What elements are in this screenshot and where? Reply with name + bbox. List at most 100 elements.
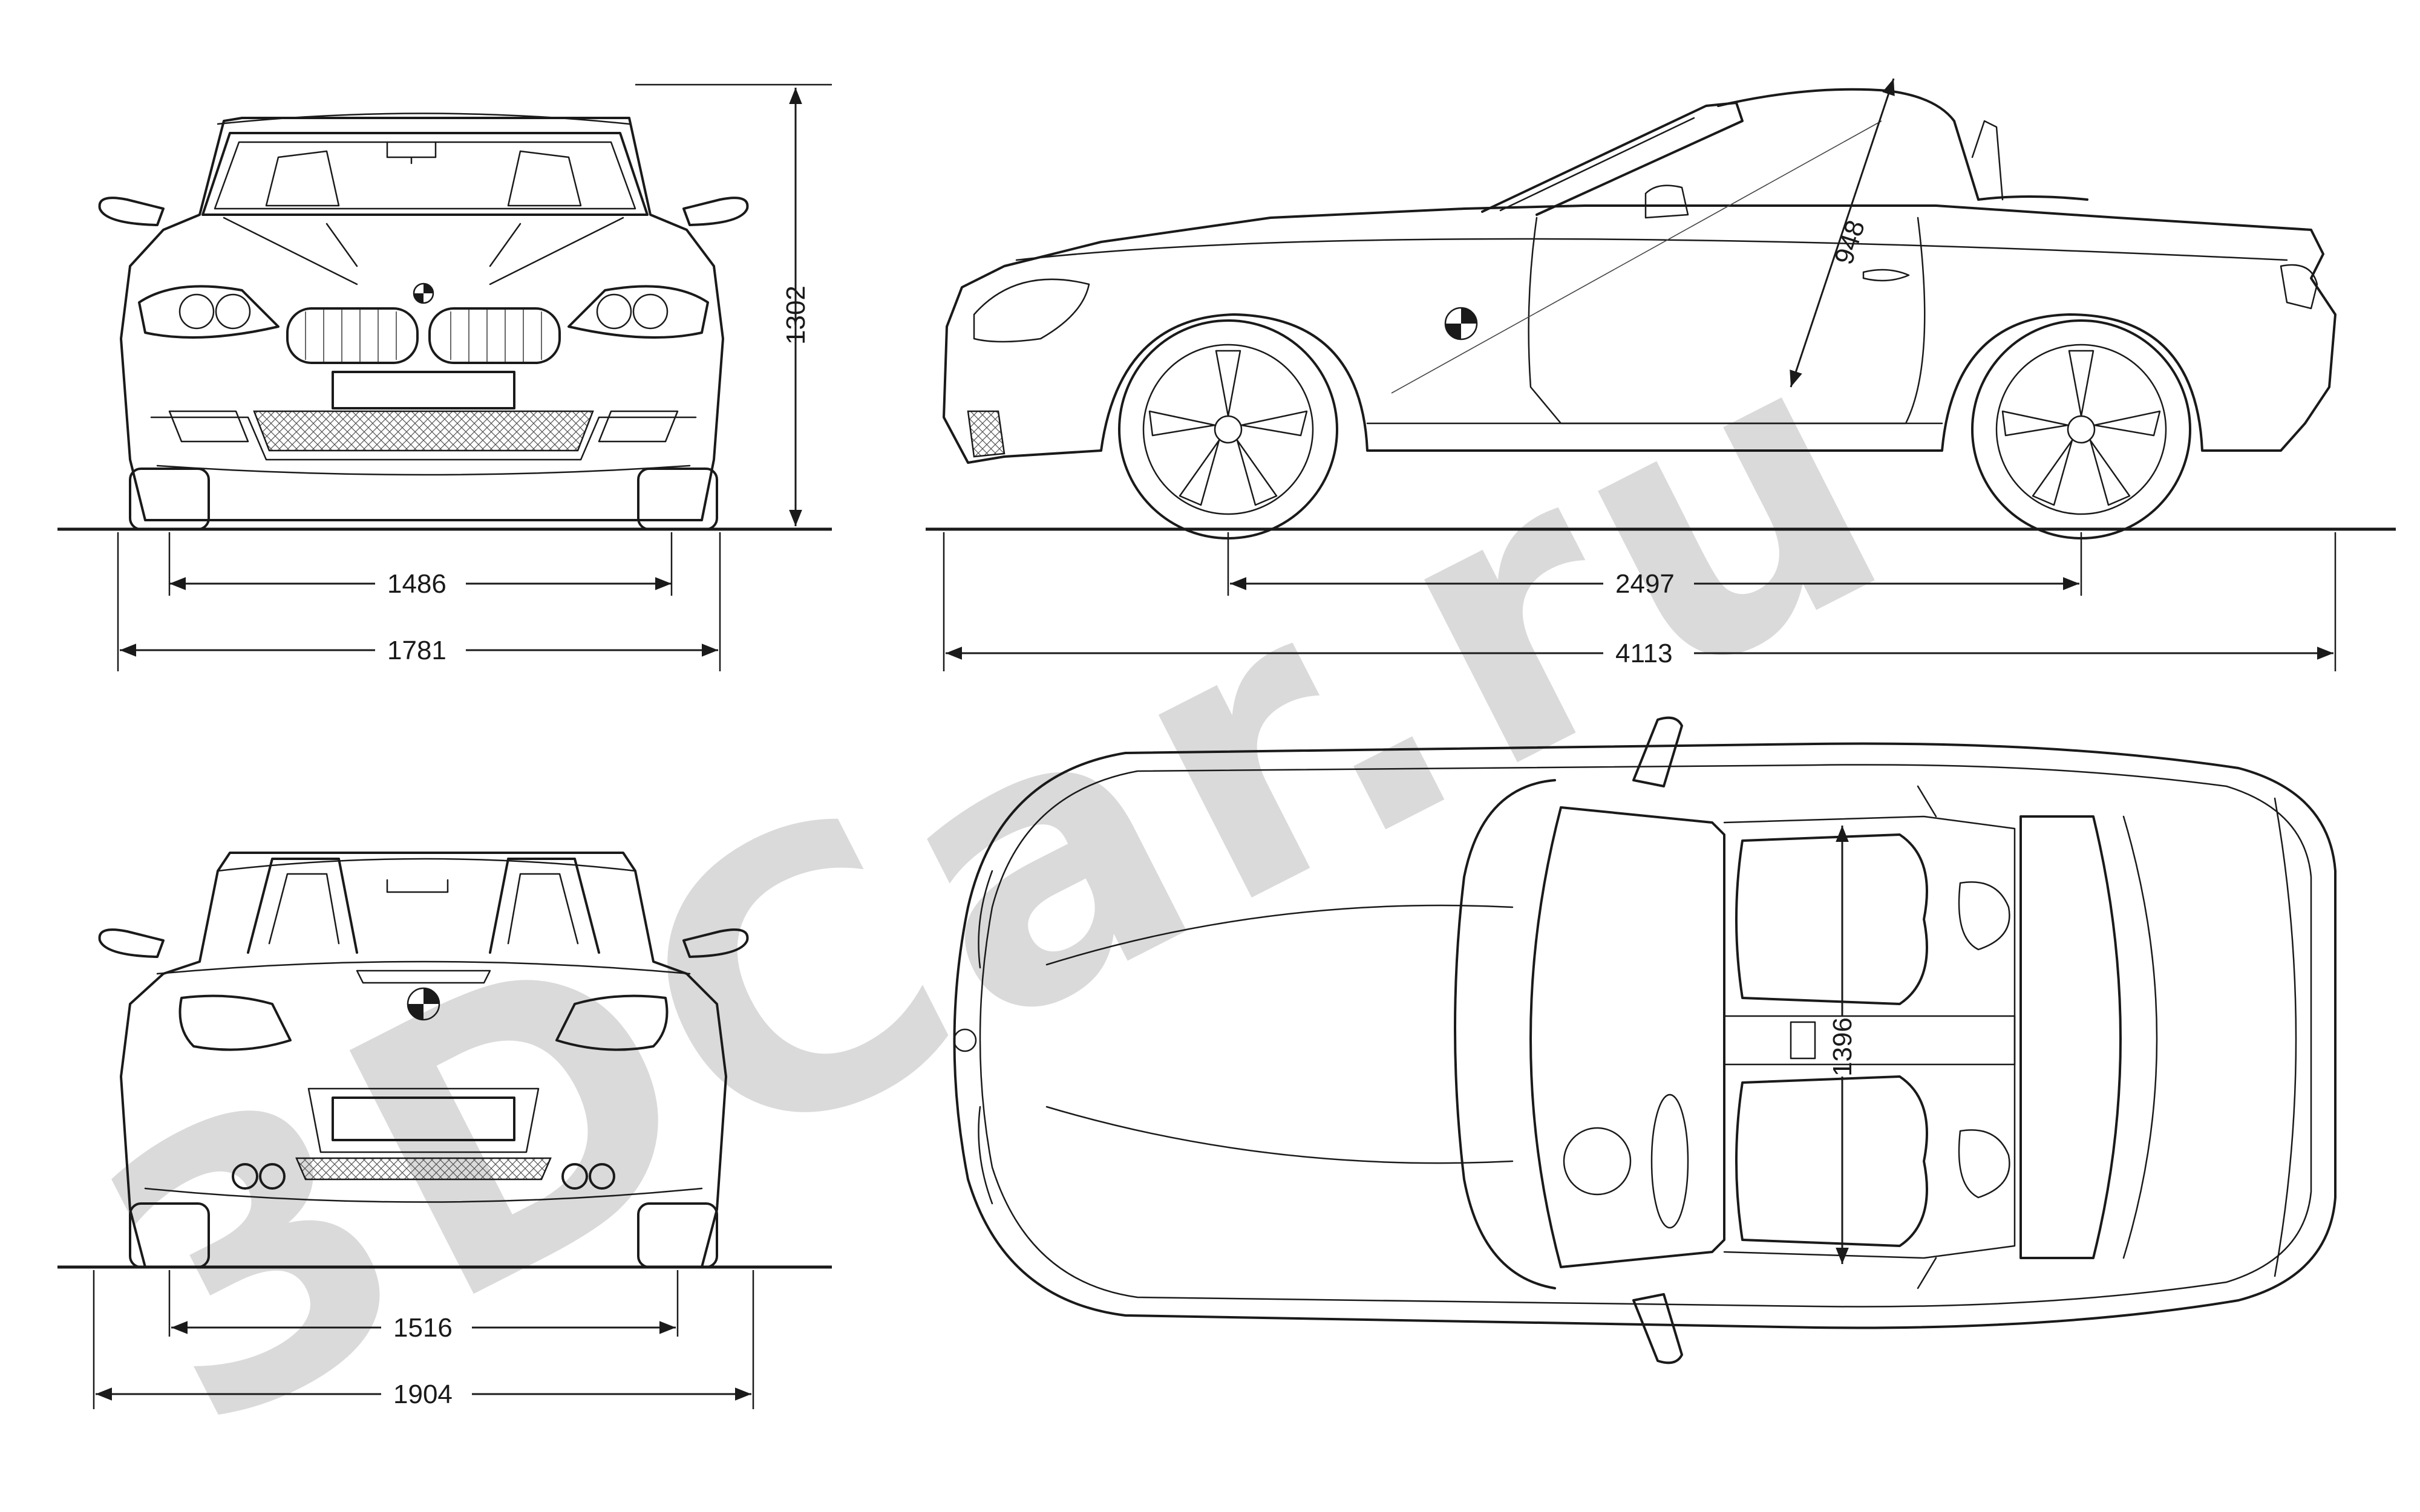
top-center-console [1723,1015,2016,1066]
top-rollbar-upper [1917,785,1937,1289]
top-trunk-line [2122,815,2158,1259]
side-windshield [1481,102,1744,216]
rear-body-outline [120,852,727,1268]
front-chin-lines [156,464,691,476]
side-taillight [2280,264,2318,310]
side-front-hub [1214,415,1243,444]
top-headlight-upper [978,870,993,969]
side-mirror [1644,184,1689,219]
top-steering-wheel [1650,1093,1689,1229]
top-hood-crease-lower [1045,1106,1514,1164]
side-headlight [973,278,1090,343]
rear-rollbar-right-inner [507,873,579,945]
front-headlight-left-lamp-2 [215,293,251,330]
top-body-inner-outline [979,764,2312,1308]
front-windshield [201,132,649,216]
top-headrest-lower [1958,1129,2010,1199]
front-fog-left [168,410,249,443]
front-mirror-right [682,197,749,226]
rear-mirror-right [682,928,749,958]
rear-width-label: 1904 [393,1380,453,1409]
rear-rollbar-left-inner [268,873,340,945]
top-headlight-lower [978,1106,993,1205]
front-hood-crease [223,217,624,285]
rear-taillight-right [555,994,669,1051]
rear-mirror-inner [386,879,449,893]
front-width-label: 1781 [387,636,446,665]
front-headlight-left-lamp-1 [178,293,215,330]
top-body-outline [953,742,2337,1329]
front-headlight-right [567,285,709,339]
rear-brake-light [356,969,491,984]
front-headlight-right-lamp-1 [596,293,632,330]
top-bmw-roundel [953,1028,977,1052]
side-front-rim [1142,344,1314,515]
top-mirror-lower [1632,1293,1683,1364]
side-roof-height-label: 948 [1829,217,1871,268]
top-seat-upper [1735,833,1928,1005]
front-track-label: 1486 [387,569,446,599]
top-hood [1454,779,1556,1289]
top-dash-gauge [1563,1127,1632,1196]
side-rollbar [1971,120,2004,201]
side-front-spokes [1148,350,1308,506]
rear-bumper-line [144,1187,703,1203]
side-body-outline [943,204,2337,464]
rear-plate-surround [307,1087,540,1153]
rear-exhaust-1 [232,1163,258,1190]
front-grille-slats [305,310,542,362]
top-view [953,716,2337,1364]
rear-view [98,852,749,1268]
side-rear-hub [2067,415,2096,444]
front-fog-right [598,410,679,443]
front-seat-left [265,150,340,207]
front-mirror-left [98,197,165,226]
rear-exhaust-4 [589,1163,615,1190]
top-headrest-upper [1958,881,2010,951]
rear-license-plate [332,1097,515,1141]
side-roof-height-dim [1790,78,1895,388]
rear-diffuser [295,1157,552,1181]
front-license-plate [332,371,515,409]
front-lower-intake [253,410,594,452]
rear-rollbar-right [489,858,600,954]
front-height-label: 1302 [781,285,811,345]
side-character-line [1015,238,2288,261]
top-seat-lower [1735,1075,1928,1247]
front-headlight-right-lamp-2 [632,293,669,330]
top-hood-crease-upper [1045,904,1514,966]
front-top-bar [217,112,630,125]
top-windshield-frame [1529,806,1725,1268]
rear-deck-line [156,960,691,975]
top-rear-deck [2019,815,2122,1259]
side-soft-top [1717,88,2088,201]
top-interior-width-label: 1396 [1828,1017,1857,1077]
rear-exhaust-3 [561,1163,588,1190]
front-rearview-mirror [386,141,437,165]
top-rear-edge [2274,797,2297,1277]
front-view [98,112,749,530]
front-seat-right [507,150,582,207]
front-grille-right [428,307,561,364]
side-wheelbase-label: 2497 [1615,569,1675,599]
front-headlight-left [138,285,280,339]
side-length-label: 4113 [1615,639,1673,668]
rear-mirror-left [98,928,165,958]
side-door-handle [1862,269,1910,282]
rear-track-label: 1516 [393,1313,453,1343]
front-grille-left [286,307,419,364]
front-bumper-line [150,416,697,461]
front-body-outline [120,117,724,521]
rear-taillight-left [178,994,292,1051]
rear-exhaust-2 [259,1163,286,1190]
side-view [943,88,2337,539]
front-windshield-inner [214,141,636,210]
side-rear-rim [1995,344,2167,515]
top-gear-lever [1790,1021,1816,1060]
side-windshield-inner [1499,117,1695,212]
side-front-intake [967,410,1006,458]
top-mirror-upper [1632,716,1683,787]
rear-rollbar-left [247,858,358,954]
side-rear-spokes [2001,350,2161,506]
